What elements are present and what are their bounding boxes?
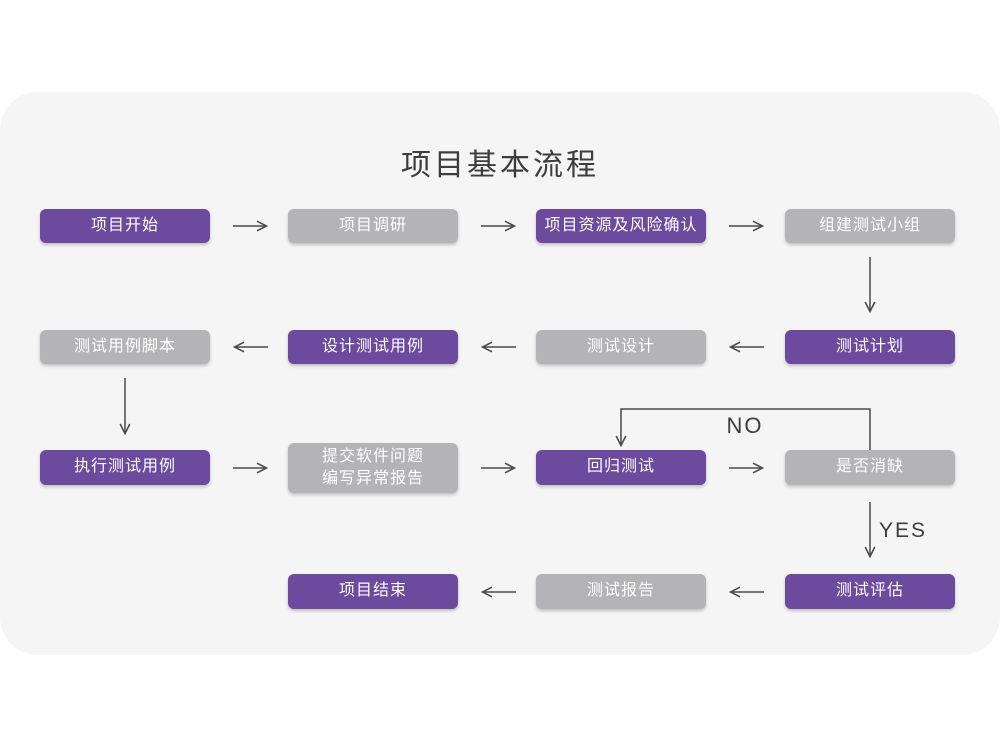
flow-node-test-evaluation: 测试评估 bbox=[785, 574, 955, 609]
flow-node-execute-test-cases: 执行测试用例 bbox=[40, 450, 210, 485]
flow-node-form-test-team: 组建测试小组 bbox=[785, 209, 955, 243]
flow-node-test-case-script: 测试用例脚本 bbox=[40, 330, 210, 364]
flow-node-regression-test: 回归测试 bbox=[536, 450, 706, 485]
flow-node-defect-resolved-check: 是否消缺 bbox=[785, 450, 955, 485]
edge-label-no: NO bbox=[726, 413, 764, 438]
diagram-title: 项目基本流程 bbox=[401, 149, 599, 182]
flow-node-resources-risk-confirm: 项目资源及风险确认 bbox=[536, 209, 706, 243]
flow-node-project-research: 项目调研 bbox=[288, 209, 458, 243]
flow-node-test-report: 测试报告 bbox=[536, 574, 706, 609]
flow-node-test-design: 测试设计 bbox=[536, 330, 706, 364]
flow-node-design-test-cases: 设计测试用例 bbox=[288, 330, 458, 364]
flow-node-project-start: 项目开始 bbox=[40, 209, 210, 243]
flowchart-card-background bbox=[0, 92, 1000, 655]
flow-node-test-plan: 测试计划 bbox=[785, 330, 955, 364]
flow-node-project-end: 项目结束 bbox=[288, 574, 458, 609]
edge-label-yes: YES bbox=[879, 519, 928, 542]
flow-node-submit-issue-report: 提交软件问题 编写异常报告 bbox=[288, 443, 458, 493]
